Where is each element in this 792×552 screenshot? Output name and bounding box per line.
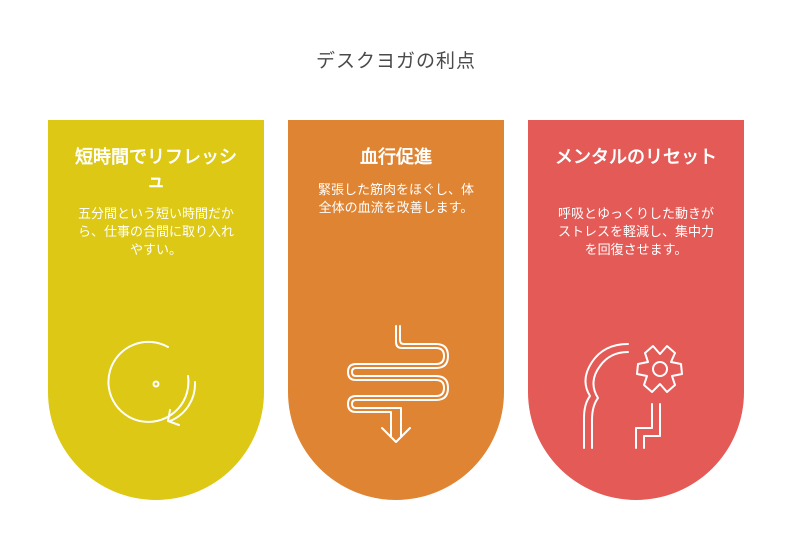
card-title: メンタルのリセット [555, 147, 717, 168]
card-description: 緊張した筋肉をほぐし、体全体の血流を改善します。 [317, 183, 474, 216]
flow-arrow-icon [347, 325, 449, 443]
benefit-card-mental-reset: メンタルのリセット 呼吸とゆっくりした動きがストレスを軽減し、集中力を回復させま… [528, 120, 744, 500]
benefit-card-circulation: 血行促進 緊張した筋肉をほぐし、体全体の血流を改善します。 [288, 120, 504, 500]
page-title: デスクヨガの利点 [315, 50, 476, 72]
card-title: 血行促進 [360, 147, 432, 168]
card-description: 五分間という短い時間だから、仕事の合間に取り入れやすい。 [77, 207, 234, 258]
head-gear-icon [583, 343, 683, 449]
clock-refresh-icon [107, 340, 197, 426]
benefit-card-refresh: 短時間でリフレッシュ 五分間という短い時間だから、仕事の合間に取り入れやすい。 [48, 120, 264, 500]
card-title: 短時間でリフレッシュ [75, 147, 237, 192]
card-description: 呼吸とゆっくりした動きがストレスを軽減し、集中力を回復させます。 [557, 207, 714, 258]
